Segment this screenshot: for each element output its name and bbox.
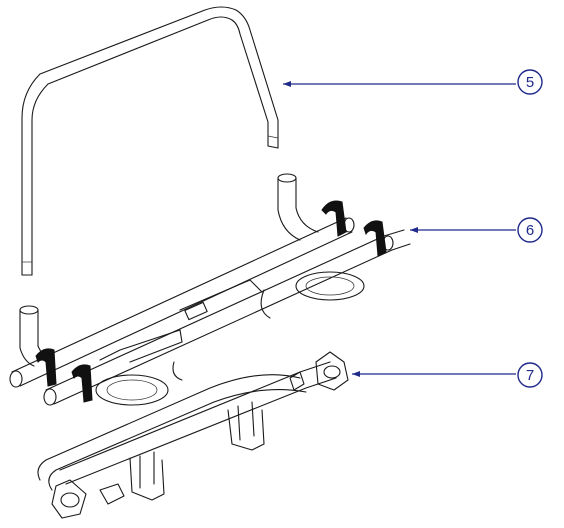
callout-5-label: 5 (526, 74, 534, 91)
callout-6-label: 6 (526, 222, 534, 239)
callout-6: 6 (410, 217, 543, 243)
part-6-carrier-frame (9, 173, 411, 406)
callout-7-label: 7 (526, 367, 534, 384)
callout-7: 7 (352, 362, 543, 388)
callout-5: 5 (283, 69, 543, 95)
part-7-base-frame (37, 351, 349, 519)
part-5-hoop-bar (21, 6, 279, 276)
